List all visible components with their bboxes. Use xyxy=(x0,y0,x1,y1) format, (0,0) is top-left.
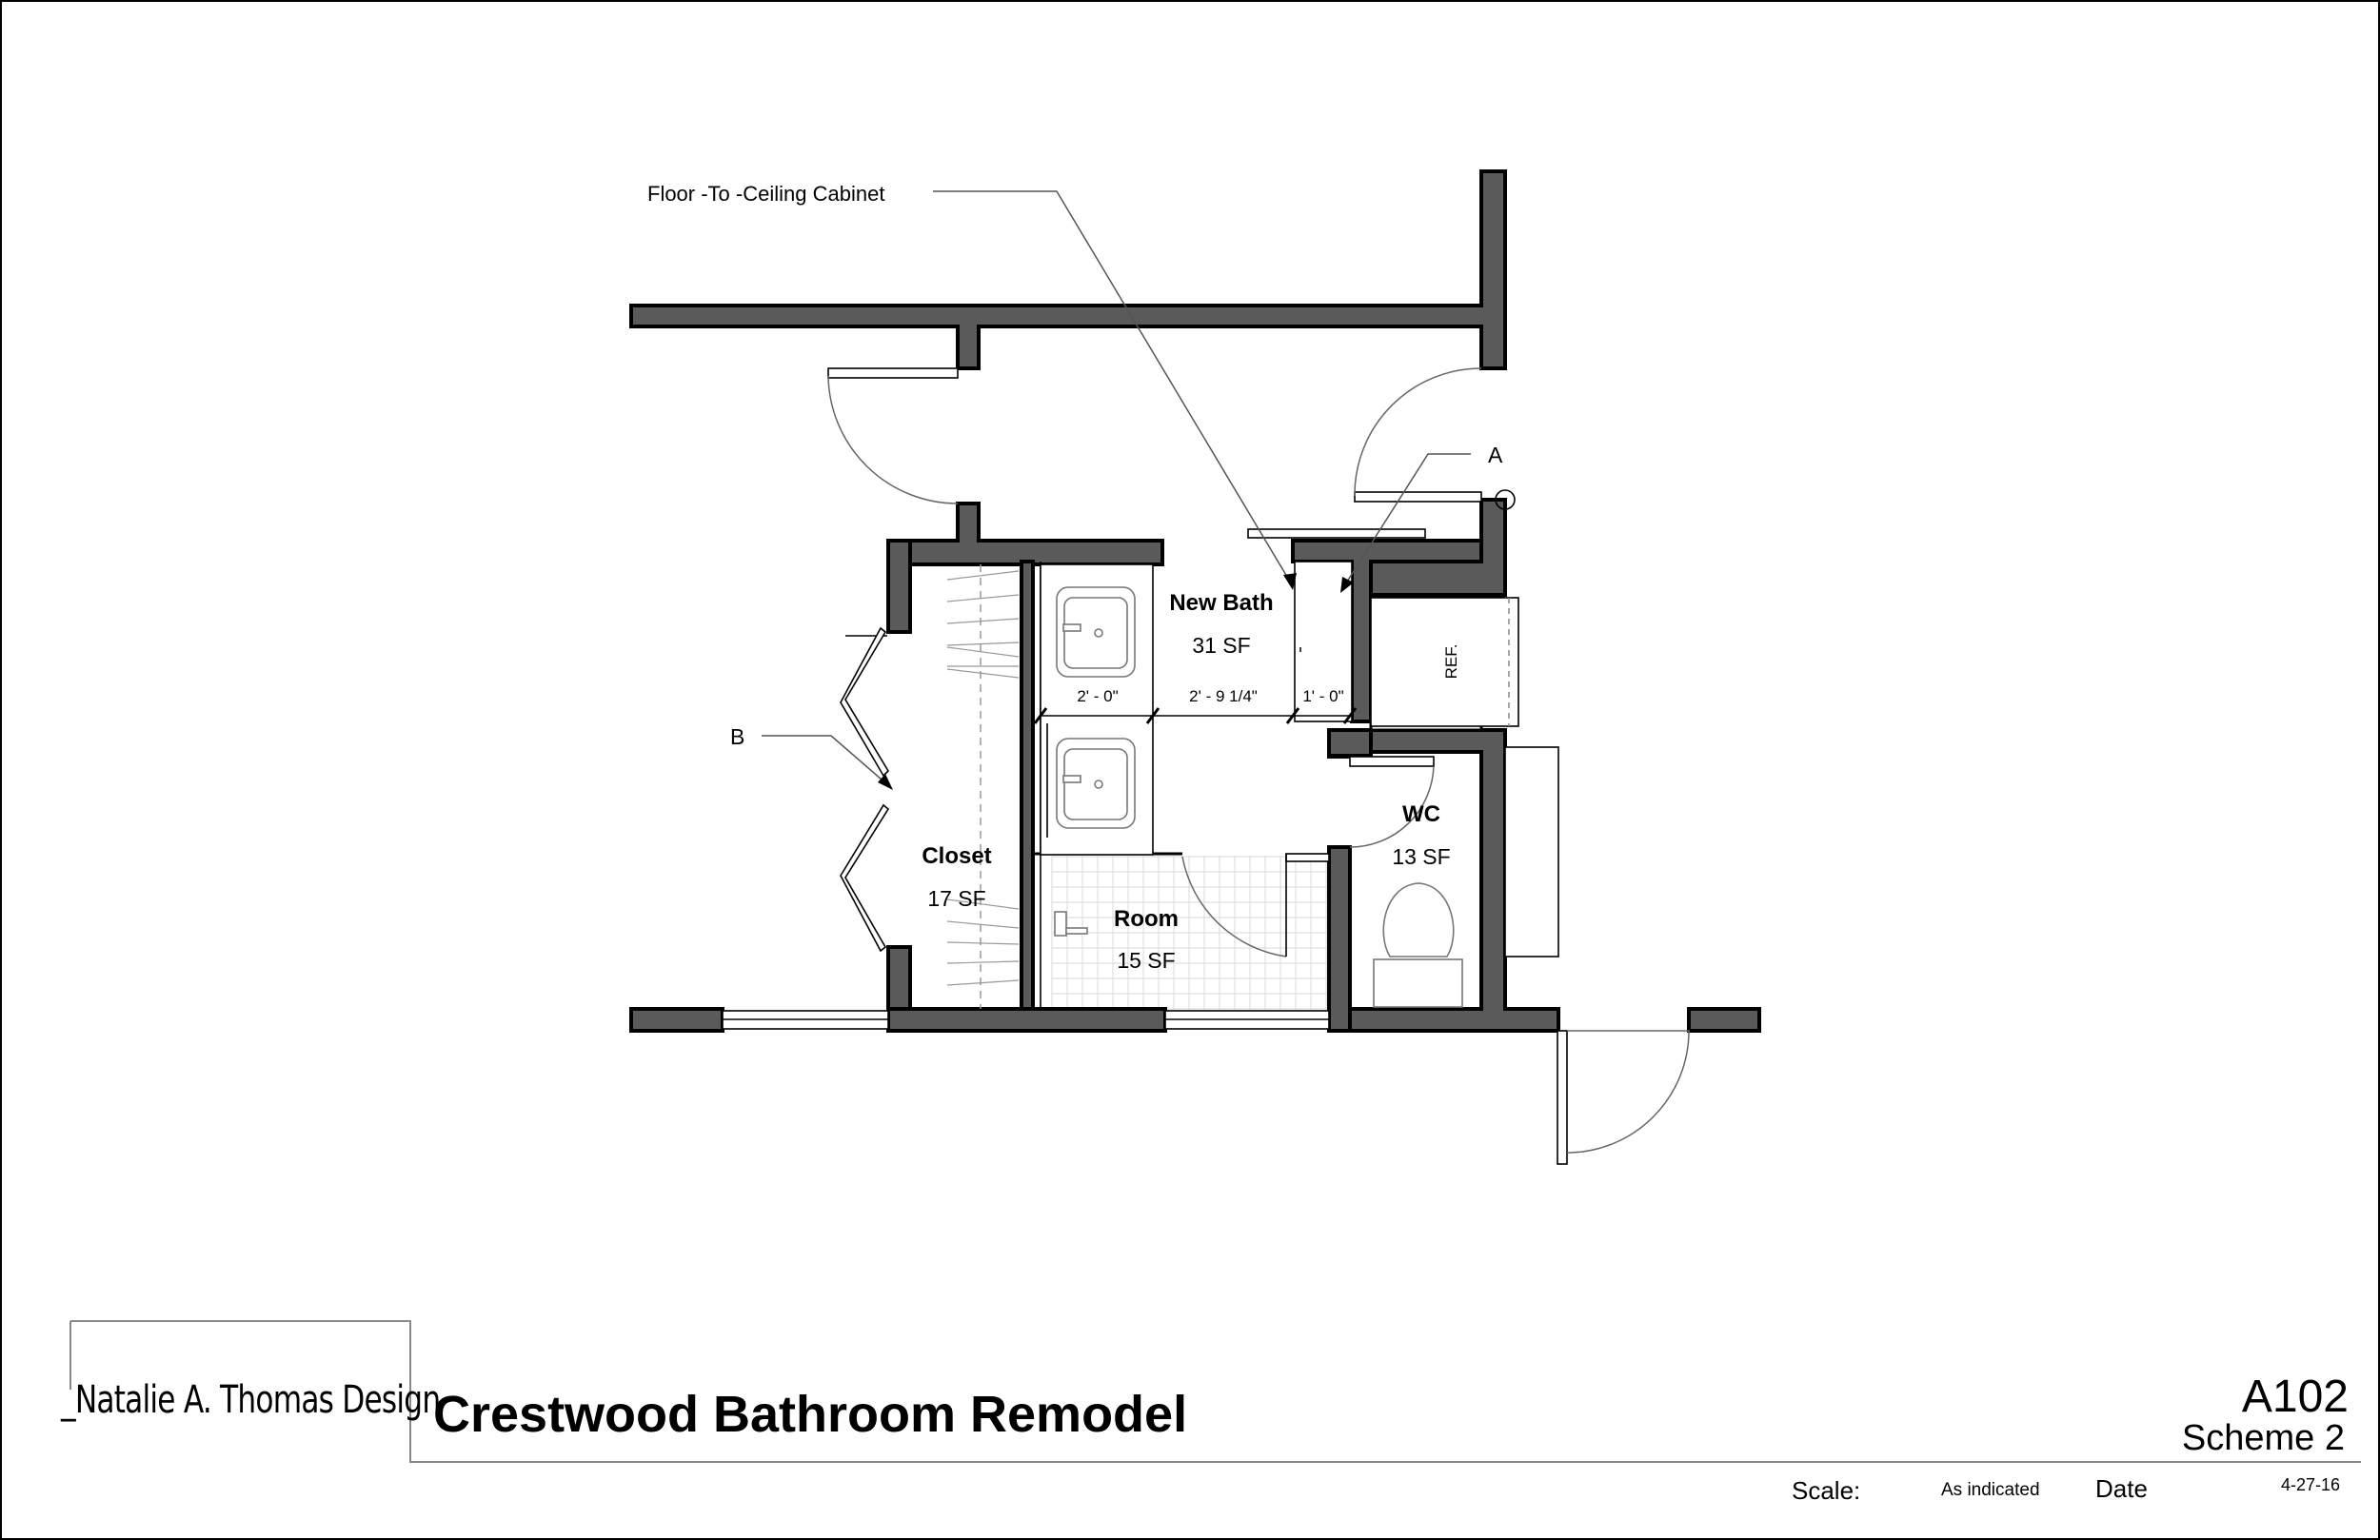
ref-closet-walls xyxy=(1369,498,1507,597)
floor-plan: New Bath 31 SF Closet 17 SF Room 15 SF W… xyxy=(629,169,1761,1165)
dimension-label-1: 2' - 0" xyxy=(1077,687,1118,705)
room-area-room: 15 SF xyxy=(1117,948,1175,973)
cabinet-slider xyxy=(1247,528,1426,539)
firm-name: _Natalie A. Thomas Design xyxy=(61,1378,441,1422)
bottom-wall-left xyxy=(629,1007,724,1033)
ref-label: REF. xyxy=(1442,644,1460,680)
closet-partition-wall xyxy=(1020,560,1035,1011)
floor-tile-grid xyxy=(1051,856,1346,1010)
wc-door-swing xyxy=(1349,765,1435,848)
cabinet-leader xyxy=(933,190,1294,587)
top-left-door-swing xyxy=(827,375,959,504)
room-name-new-bath: New Bath xyxy=(1169,590,1273,616)
title-block-frame xyxy=(69,1320,2361,1463)
dimension-label-3: 1' - 0" xyxy=(1302,687,1343,705)
room-area-wc: 13 SF xyxy=(1392,844,1450,869)
ref-closet xyxy=(1369,596,1559,958)
closet-hangers-top xyxy=(946,570,1020,679)
sink-bottom xyxy=(1056,738,1136,829)
top-right-door-swing xyxy=(1354,367,1482,497)
scale-label: Scale: xyxy=(1792,1476,1861,1505)
toilet xyxy=(1373,882,1463,1008)
scale-value: As indicated xyxy=(1941,1480,2040,1500)
bottom-wall-center xyxy=(886,1007,1167,1033)
room-name-closet: Closet xyxy=(922,843,991,869)
sink-top xyxy=(1056,586,1136,678)
cabinet-callout-label: Floor -To -Ceiling Cabinet xyxy=(647,182,884,206)
callout-b-leader xyxy=(762,735,890,787)
leaders xyxy=(762,190,1471,790)
top-left-door-leaf xyxy=(827,367,959,379)
dimension-label-2: 2' - 9 1/4" xyxy=(1189,687,1258,705)
exterior-door-swing xyxy=(1566,1030,1690,1154)
top-exterior-wall xyxy=(629,169,1507,370)
room-area-new-bath: 31 SF xyxy=(1192,633,1250,658)
date-value: 4-27-16 xyxy=(2281,1475,2341,1494)
closet-bifold-doors xyxy=(840,562,1041,1009)
closet-wall-upper xyxy=(886,539,912,634)
bottom-wall-right xyxy=(1687,1007,1761,1033)
date-label: Date xyxy=(2095,1474,2148,1503)
callout-a-leader xyxy=(1341,453,1471,590)
exterior-door-leaf xyxy=(1557,1030,1568,1165)
walls xyxy=(629,169,1761,1033)
shower-valve xyxy=(1054,911,1088,937)
room-name-wc: WC xyxy=(1402,801,1440,827)
exterior-cabinet xyxy=(1504,746,1559,958)
room-name-room: Room xyxy=(1114,906,1179,932)
wc-door-jamb xyxy=(1327,728,1373,758)
top-right-door-leaf xyxy=(1354,491,1482,503)
room-area-closet: 17 SF xyxy=(927,886,985,911)
callout-b-label: B xyxy=(730,724,744,749)
doors xyxy=(827,367,1690,1165)
closet-hangers-bottom xyxy=(946,898,1020,986)
project-title: Crestwood Bathroom Remodel xyxy=(433,1386,1188,1443)
closet-wall-lower xyxy=(886,945,912,1016)
wc-door-leaf xyxy=(1349,756,1435,767)
scheme-label: Scheme 2 xyxy=(2181,1418,2345,1458)
vanity xyxy=(1040,563,1154,856)
dimension-string xyxy=(1033,707,1358,724)
windows xyxy=(722,1010,1330,1030)
shower-door-swing xyxy=(1181,856,1287,958)
callout-a-label: A xyxy=(1488,443,1503,467)
wc-left-wall xyxy=(1327,845,1352,1033)
sheet-number: A102 xyxy=(2241,1372,2349,1422)
